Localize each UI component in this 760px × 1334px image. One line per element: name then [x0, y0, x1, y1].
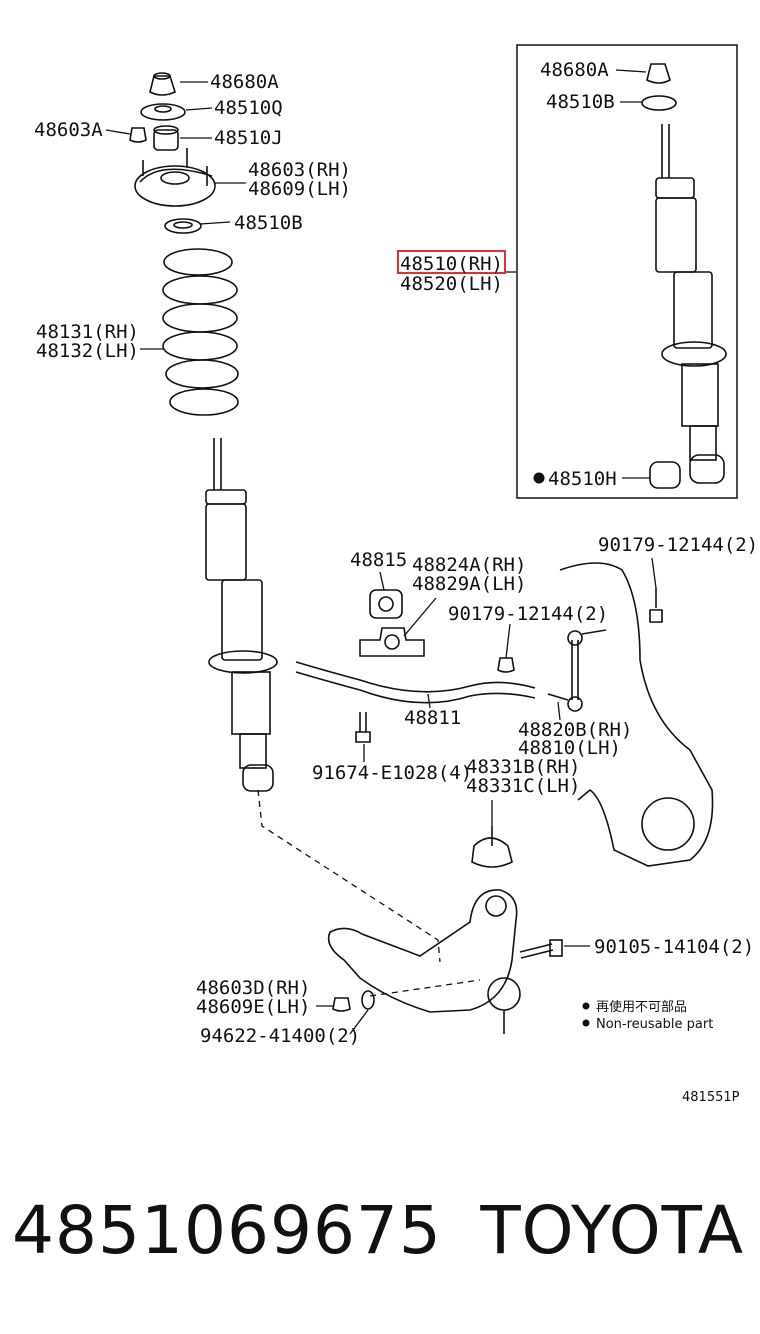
label-48510B-box: 48510B [546, 91, 615, 113]
bracket-48824A [359, 627, 425, 657]
label-48609-lh: 48609(LH) [248, 178, 351, 200]
label-48829A-lh: 48829A(LH) [412, 573, 526, 595]
stab-link-48820B [547, 629, 607, 712]
stab-nut [497, 657, 515, 673]
seat-48510B [164, 218, 202, 234]
label-48331C-lh: 48331C(LH) [466, 775, 580, 797]
label-48132-lh: 48132(LH) [36, 340, 139, 362]
label-48510Q: 48510Q [214, 97, 283, 119]
label-48131-rh: 48131(RH) [36, 321, 139, 343]
label-48810-lh: 48810(LH) [518, 737, 621, 759]
target-part-highlight [397, 250, 506, 274]
knuckle [559, 562, 714, 867]
leader-lines [105, 69, 657, 1035]
label-48824A-rh: 48824A(RH) [412, 554, 526, 576]
arm-bolt-90105 [519, 939, 563, 959]
label-48331B-rh: 48331B(RH) [466, 756, 580, 778]
label-94622: 94622-41400(2) [200, 1025, 360, 1047]
label-90179-a: 90179-12144(2) [598, 534, 758, 556]
box-seat-48510B [641, 95, 677, 111]
box-nut-48680A [646, 63, 671, 84]
upper-nut-48680A [149, 72, 176, 96]
bumper-48510J [153, 125, 179, 151]
label-91674: 91674-E1028(4) [312, 762, 472, 784]
assembly-line-1 [257, 789, 441, 963]
diagram-code: 481551P [682, 1090, 740, 1105]
label-48603D-rh: 48603D(RH) [196, 977, 310, 999]
footer-part-number: 4851069675 [12, 1192, 442, 1269]
legend-text-cn: 再使用不可部品 [596, 999, 687, 1015]
box-bushing-48510H [533, 461, 681, 489]
box-shock [655, 124, 727, 484]
label-48603A: 48603A [34, 119, 103, 141]
label-48811: 48811 [404, 707, 461, 729]
label-48609E-lh: 48609E(LH) [196, 996, 310, 1018]
label-48520-lh: 48520(LH) [400, 273, 503, 295]
legend-bullet-en [582, 1019, 590, 1027]
detail-box [516, 44, 738, 499]
label-90179-b: 90179-12144(2) [448, 603, 608, 625]
label-48815: 48815 [350, 549, 407, 571]
legend-text-en: Non-reusable part [596, 1017, 713, 1032]
label-48820B-rh: 48820B(RH) [518, 719, 632, 741]
support-48603 [134, 148, 216, 207]
label-48510B-left: 48510B [234, 212, 303, 234]
label-48680A-top: 48680A [210, 71, 279, 93]
bolt-91674 [355, 712, 371, 743]
label-48680A-box: 48680A [540, 59, 609, 81]
label-48510J: 48510J [214, 127, 283, 149]
stab-bar-48811 [295, 661, 536, 704]
ball-joint-48331B [471, 826, 513, 868]
label-90105: 90105-14104(2) [594, 936, 754, 958]
assembly-line-2 [369, 979, 481, 997]
footer-brand: TOYOTA [480, 1192, 744, 1269]
label-48603-rh: 48603(RH) [248, 159, 351, 181]
legend-bullet-cn [582, 1002, 590, 1010]
side-nut-48603A [129, 127, 147, 143]
washer-94622 [361, 990, 375, 1010]
nut-48603D [332, 997, 351, 1012]
stab-bushing-48815 [369, 589, 403, 619]
label-48510-rh: 48510(RH) [400, 253, 503, 275]
coil-spring-48131 [162, 248, 239, 416]
label-48510H: 48510H [548, 468, 617, 490]
lower-arm [327, 889, 521, 1034]
shock-absorber-left [205, 438, 278, 792]
insulator-48510Q [140, 103, 186, 121]
